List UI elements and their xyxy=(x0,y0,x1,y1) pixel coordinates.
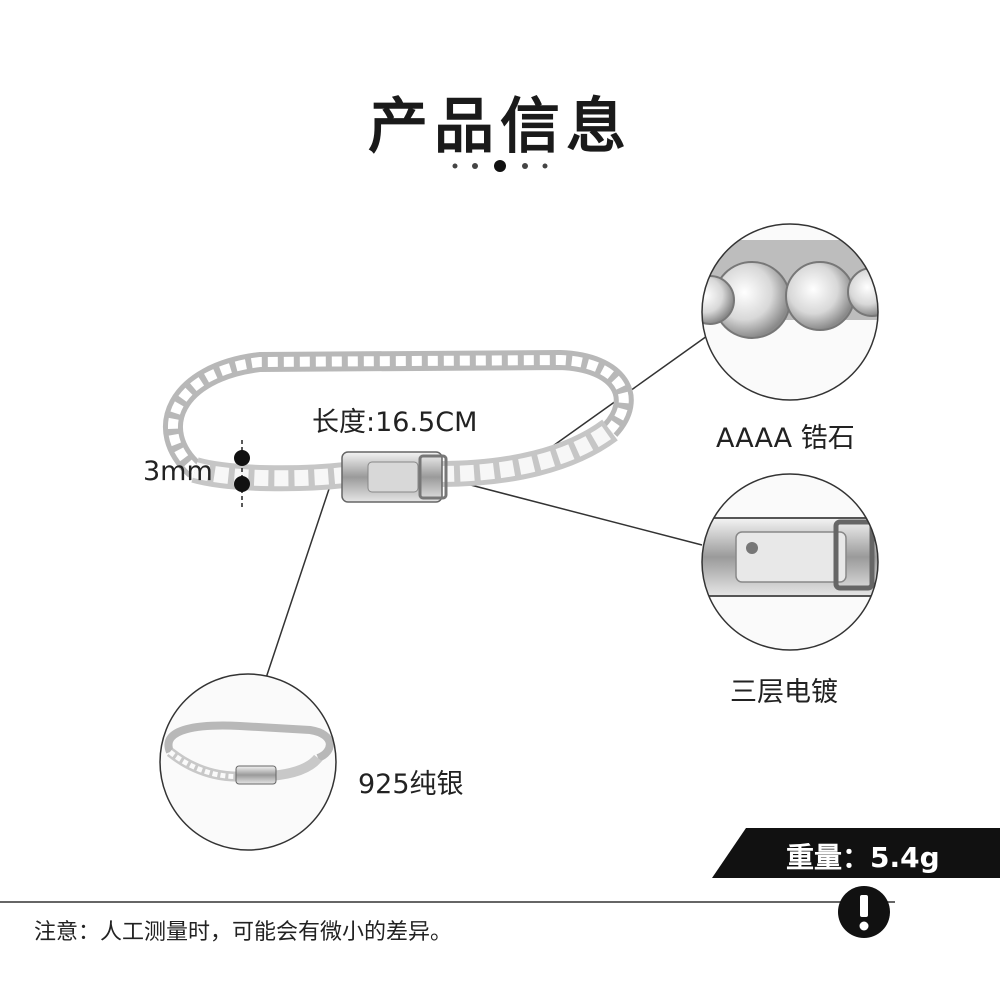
leader-line-silver xyxy=(265,485,331,679)
measurement-note: 注意：人工测量时，可能会有微小的差异。 xyxy=(34,920,453,945)
bracelet-main xyxy=(163,349,634,503)
warning-icon xyxy=(838,886,890,938)
title-dots-decoration xyxy=(452,160,548,172)
plating-callout-label: 三层电镀 xyxy=(730,677,838,708)
weight-label: 重量：5.4g xyxy=(786,841,940,874)
width-indicator xyxy=(234,440,250,510)
length-annotation: 长度:16.5CM xyxy=(312,407,478,438)
clasp-closeup-icon xyxy=(701,473,879,651)
page-title: 产品信息 xyxy=(368,92,632,162)
zircon-callout-label: AAAA 锆石 xyxy=(716,423,855,454)
width-annotation: 3mm xyxy=(143,456,213,487)
zircon-closeup-icon xyxy=(701,223,879,401)
weight-banner xyxy=(712,828,1000,878)
bracelet-thumbnail-icon xyxy=(159,673,337,851)
leader-line-clasp xyxy=(435,475,703,546)
silver-callout-label: 925纯银 xyxy=(358,769,464,800)
